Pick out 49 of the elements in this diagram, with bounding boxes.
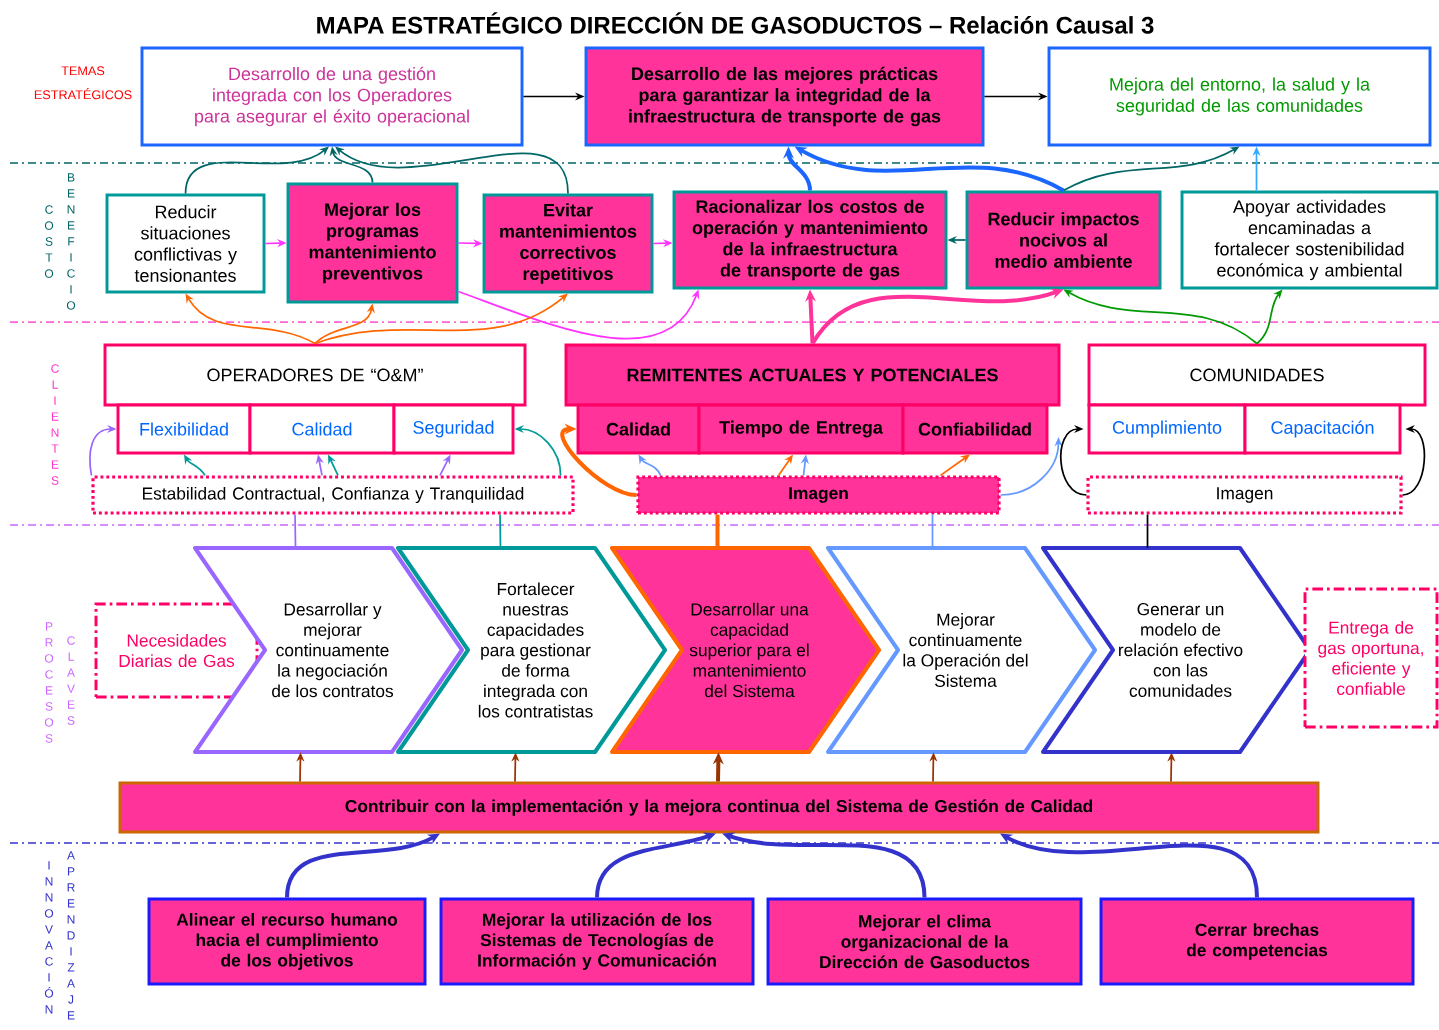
attribute-cell: Flexibilidad — [116, 403, 252, 455]
attribute-cell: Seguridad — [392, 403, 515, 455]
learning-box: Mejorar la utilización de los Sistemas de Tecnologías de Información y Comunicación — [439, 897, 755, 986]
attribute-cell: Tiempo de Entrega — [697, 403, 905, 455]
section-label: INNOVACIÓN — [44, 861, 54, 1014]
arrow — [560, 423, 637, 497]
process-step: Fortalecer nuestras capacidades para gestionar de forma integrada con los contratistas — [396, 546, 667, 754]
objective-box: Evitar mantenimientos correctivos repetitivos — [482, 193, 654, 294]
section-label: COSTO — [44, 205, 54, 278]
attribute-cell: Confiabilidad — [901, 403, 1049, 455]
section-label: PROCESOS — [44, 622, 54, 743]
value-box: Imagen — [1086, 475, 1403, 515]
title: MAPA ESTRATÉGICO DIRECCIÓN DE GASODUCTOS – Relación Causal 3 — [317, 12, 1154, 34]
arrow — [314, 293, 568, 345]
output-box: Entrega de gas oportuna, eficiente y confiable — [1303, 587, 1439, 729]
section-label: CLAVES — [67, 636, 75, 725]
arrow — [184, 146, 329, 195]
connector-line — [294, 513, 297, 549]
learning-box: Cerrar brechas de competencias — [1099, 897, 1415, 986]
section-label: CLIENTES — [51, 364, 59, 485]
objective-box: Reducir impactos nocivos al medio ambiente — [965, 190, 1162, 290]
connector-line — [499, 513, 502, 549]
support-bar: Contribuir con la implementación y la mejora continua del Sistema de Gestión de Calidad — [118, 781, 1320, 834]
arrow — [1060, 424, 1088, 496]
learning-box: Alinear el recurso humano hacia el cumplimiento de los objetivos — [147, 897, 427, 986]
process-step: Mejorar continuamente la Operación del Sistema — [826, 546, 1097, 754]
theme-box: Desarrollo de una gestión integrada con los Operadores para asegurar el éxito operacional — [140, 46, 524, 147]
section-label: BENEFICIO — [66, 173, 76, 310]
objective-box: Apoyar actividades encaminadas a fortalecer sostenibilidad económica y ambiental — [1180, 190, 1439, 290]
arrow — [335, 146, 569, 195]
connector-line — [1146, 513, 1149, 549]
attribute-cell: Cumplimiento — [1087, 403, 1247, 455]
arrow — [939, 454, 970, 477]
attribute-cell: Calidad — [248, 403, 396, 455]
value-box: Imagen — [636, 475, 1001, 515]
objective-box: Racionalizar los costos de operación y mantenimiento de la infraestructura de transporte de gas — [672, 190, 948, 290]
input-box: Necesidades Diarias de Gas — [94, 602, 259, 699]
connector-line — [715, 514, 720, 548]
connector-line — [931, 513, 934, 549]
theme-box: Mejora del entorno, la salud y la seguridad de las comunidades — [1047, 46, 1432, 147]
attribute-cell: Capacitación — [1243, 403, 1402, 455]
theme-box: Desarrollo de las mejores prácticas para garantizar la integridad de la infraestructura de transporte de gas — [584, 46, 985, 147]
value-box: Estabilidad Contractual, Confianza y Tranquilidad — [91, 475, 575, 515]
process-step: Desarrollar una capacidad superior para el mantenimiento del Sistema — [610, 546, 881, 754]
objective-box: Reducir situaciones conflictivas y tensionantes — [105, 193, 266, 294]
section-label: APRENDIZAJE — [67, 851, 75, 1020]
attribute-cell: Calidad — [576, 403, 701, 455]
learning-box: Mejorar el clima organizacional de la Dirección de Gasoductos — [766, 897, 1083, 986]
objective-box: Mejorar los programas mantenimiento preventivos — [286, 182, 459, 304]
